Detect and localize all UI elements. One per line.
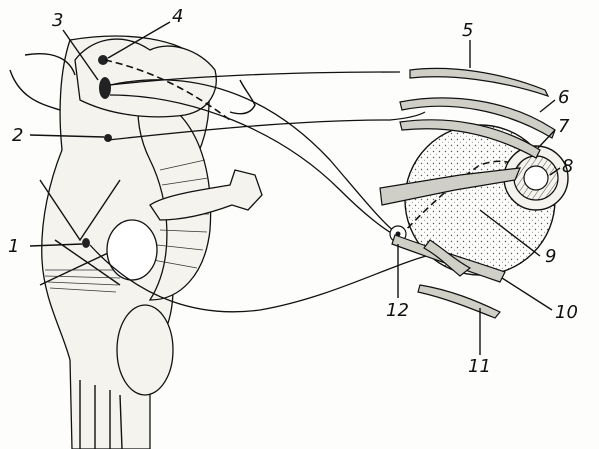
label-12: 12	[386, 300, 409, 321]
label-4: 4	[172, 6, 183, 27]
label-1: 1	[8, 236, 19, 257]
label-3: 3	[52, 10, 63, 31]
nucleus-2	[104, 134, 112, 142]
label-11: 11	[468, 356, 491, 377]
nucleus-3	[99, 77, 111, 99]
brainstem	[10, 36, 262, 449]
nucleus-1	[82, 238, 90, 248]
label-7: 7	[558, 116, 570, 137]
label-9: 9	[545, 246, 556, 267]
label-10: 10	[555, 302, 578, 323]
label-8: 8	[562, 156, 573, 177]
label-6: 6	[558, 87, 569, 108]
label-5: 5	[462, 20, 473, 41]
label-2: 2	[12, 125, 23, 146]
